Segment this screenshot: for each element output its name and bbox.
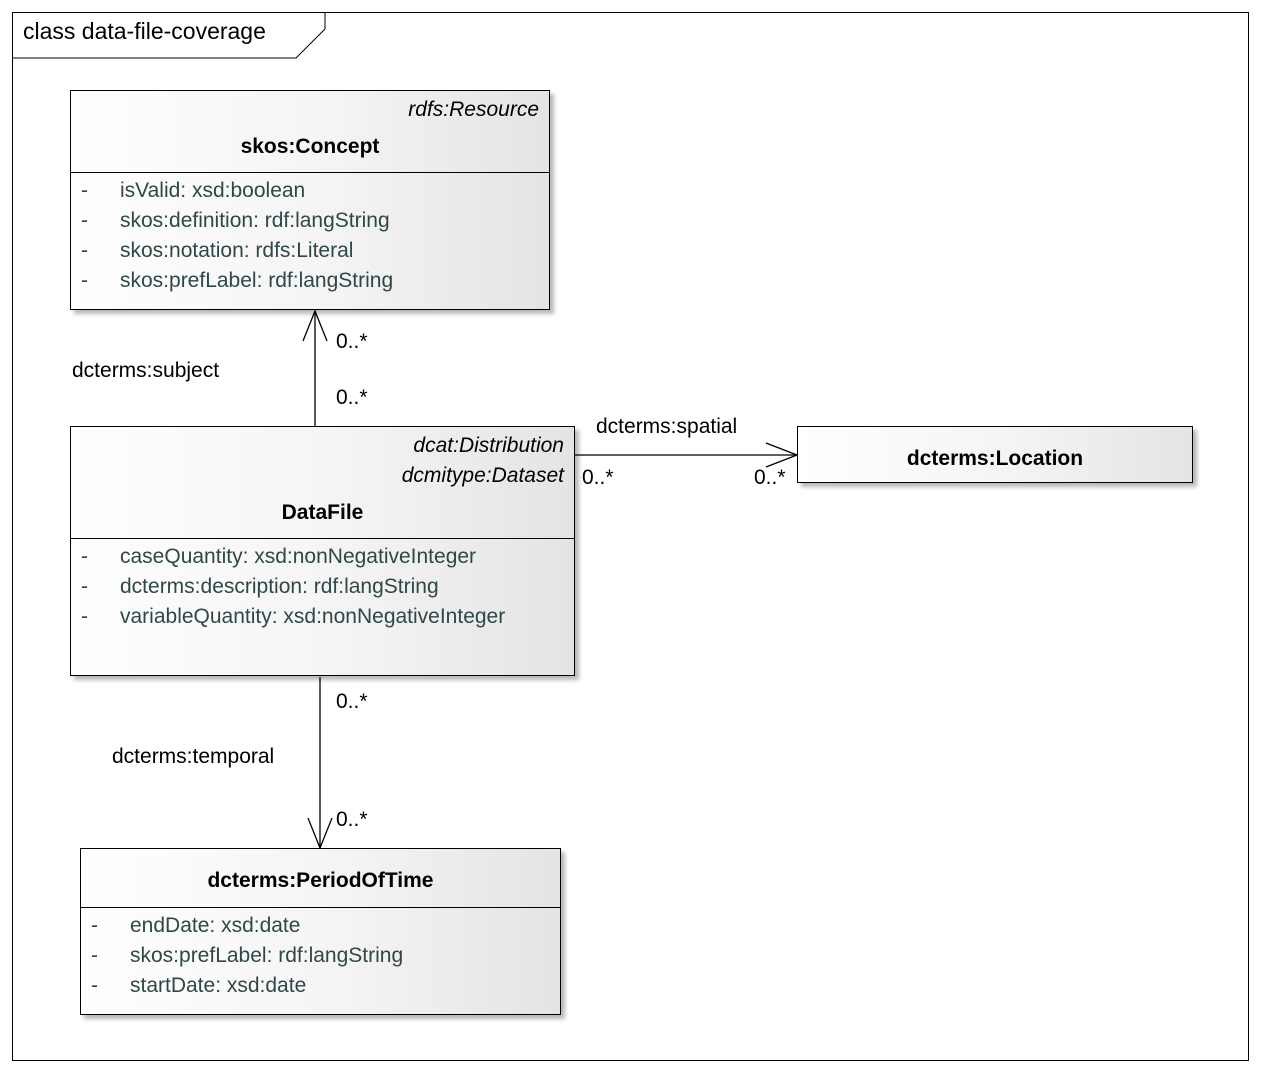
temporal-association-label: dcterms:temporal [112,745,275,768]
attribute-row: - endDate: xsd:date [81,914,560,944]
spatial-target-multiplicity: 0..* [754,466,786,489]
class-stereotype: rdfs:Resource [408,98,539,121]
attribute-row: - skos:prefLabel: rdf:langString [71,269,549,299]
attribute-text: dcterms:description: rdf:langString [120,575,439,598]
temporal-target-multiplicity: 0..* [336,808,368,831]
attribute-text: caseQuantity: xsd:nonNegativeInteger [120,545,477,568]
attribute-visibility: - [91,944,98,967]
attribute-row: - caseQuantity: xsd:nonNegativeInteger [71,545,574,575]
class-stereotype: dcmitype:Dataset [401,464,564,487]
attribute-text: skos:definition: rdf:langString [120,209,390,232]
subject-association-label: dcterms:subject [72,359,220,382]
attribute-visibility: - [81,209,88,232]
attribute-visibility: - [81,269,88,292]
spatial-association-label: dcterms:spatial [596,415,738,438]
attribute-visibility: - [91,974,98,997]
attribute-text: skos:prefLabel: rdf:langString [130,944,404,967]
attribute-visibility: - [81,179,88,202]
spatial-source-multiplicity: 0..* [582,466,614,489]
attribute-row: - variableQuantity: xsd:nonNegativeInteg… [71,605,574,635]
diagram-frame [12,12,1249,1061]
class-header: dcat:Distribution dcmitype:Dataset DataF… [71,427,574,539]
attribute-text: variableQuantity: xsd:nonNegativeInteger [120,605,506,628]
class-header: dcterms:PeriodOfTime [81,849,560,908]
class-dcterms-location[interactable]: dcterms:Location [797,426,1193,483]
attribute-visibility: - [81,545,88,568]
class-header: dcterms:Location [798,427,1192,482]
attribute-row: - skos:definition: rdf:langString [71,209,549,239]
attribute-row: - isValid: xsd:boolean [71,179,549,209]
attribute-text: skos:prefLabel: rdf:langString [120,269,394,292]
temporal-source-multiplicity: 0..* [336,690,368,713]
attribute-visibility: - [91,914,98,937]
attribute-text: isValid: xsd:boolean [120,179,306,202]
class-name: DataFile [281,501,364,524]
attribute-row: - skos:notation: rdfs:Literal [71,239,549,269]
class-stereotype: dcat:Distribution [413,434,564,457]
class-name: dcterms:Location [906,447,1084,470]
class-dcterms-periodoftime[interactable]: dcterms:PeriodOfTime - endDate: xsd:date… [80,848,561,1015]
attribute-row: - startDate: xsd:date [81,974,560,1004]
attribute-text: startDate: xsd:date [130,974,307,997]
attribute-text: endDate: xsd:date [130,914,301,937]
attribute-row: - skos:prefLabel: rdf:langString [81,944,560,974]
attribute-text: skos:notation: rdfs:Literal [120,239,354,262]
class-name: dcterms:PeriodOfTime [207,869,434,892]
attribute-row: - dcterms:description: rdf:langString [71,575,574,605]
subject-target-multiplicity: 0..* [336,330,368,353]
subject-source-multiplicity: 0..* [336,386,368,409]
class-name: skos:Concept [240,135,380,158]
subject-arrowhead [302,309,328,342]
attribute-visibility: - [81,605,88,628]
attribute-visibility: - [81,575,88,598]
class-header: rdfs:Resource skos:Concept [71,91,549,173]
class-datafile[interactable]: dcat:Distribution dcmitype:Dataset DataF… [70,426,575,676]
class-skos-concept[interactable]: rdfs:Resource skos:Concept - isValid: xs… [70,90,550,310]
attribute-visibility: - [81,239,88,262]
frame-title: class data-file-coverage [23,18,266,44]
